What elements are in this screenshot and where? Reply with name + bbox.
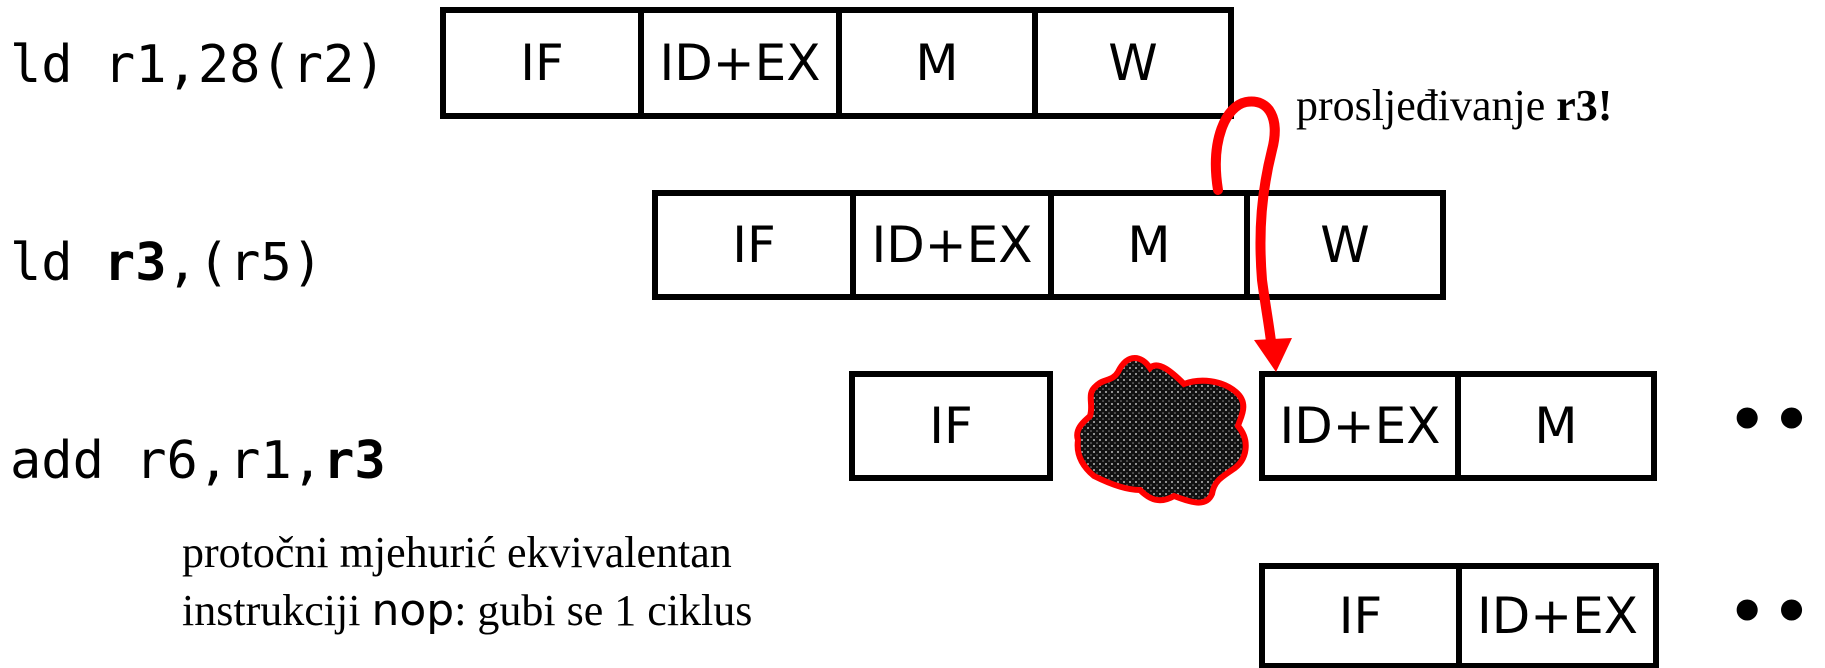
stage-id-ex-row1: ID+EX	[638, 7, 842, 119]
instruction-3: add r6,r1,r3	[10, 431, 386, 491]
stage-box	[1455, 371, 1657, 481]
instruction-1: ld r1,28(r2)	[10, 35, 386, 95]
stage-id-ex-row2: ID+EX	[850, 190, 1054, 300]
stage-label: W	[1108, 34, 1157, 92]
stage-box	[1259, 563, 1462, 668]
forwarding-arrow-icon	[1210, 96, 1292, 372]
stage-label: ID+EX	[1477, 587, 1638, 645]
bubble-note-line2: instrukciji nop: gubi se 1 ciklus	[182, 585, 752, 636]
stage-m-row2: M	[1048, 190, 1250, 300]
continuation-ellipsis-row4: •••	[1728, 577, 1825, 647]
bubble-note-line1: protočni mjehurić ekvivalentan	[182, 528, 732, 577]
pipeline-row-1: IF ID+EX M W	[440, 7, 1234, 119]
stage-label: M	[1534, 397, 1577, 455]
stage-if-row1: IF	[440, 7, 644, 119]
stage-if-row2: IF	[652, 190, 856, 300]
stage-id-ex-row3: ID+EX	[1259, 371, 1461, 481]
stage-label: IF	[1339, 587, 1383, 645]
stage-box	[652, 190, 856, 300]
stage-label: M	[915, 34, 958, 92]
stage-label: ID+EX	[872, 216, 1033, 274]
pipeline-row-2: IF ID+EX M W	[652, 190, 1446, 300]
stage-label: IF	[520, 34, 564, 92]
pipeline-row-4: IF ID+EX	[1259, 563, 1659, 668]
stage-label: W	[1320, 216, 1369, 274]
continuation-ellipsis-row3: •••	[1728, 385, 1825, 455]
stage-label: M	[1127, 216, 1170, 274]
pipeline-bubble-icon	[1074, 355, 1249, 506]
stage-box	[1259, 371, 1461, 481]
stage-w-row1: W	[1032, 7, 1234, 119]
stage-box	[836, 7, 1038, 119]
stage-label: IF	[732, 216, 776, 274]
forwarding-label: prosljeđivanje r3!	[1296, 81, 1612, 130]
stage-label: ID+EX	[1280, 397, 1441, 455]
stage-box	[1456, 563, 1659, 668]
stage-box	[849, 371, 1053, 481]
stage-if-row4: IF	[1259, 563, 1462, 668]
stage-box	[440, 7, 644, 119]
stage-box	[1032, 7, 1234, 119]
stage-box	[1244, 190, 1446, 300]
instruction-2: ld r3,(r5)	[10, 233, 323, 293]
stage-label: ID+EX	[660, 34, 821, 92]
stage-id-ex-row4: ID+EX	[1456, 563, 1659, 668]
stage-box	[638, 7, 842, 119]
stage-if-row3: IF	[849, 371, 1053, 481]
stage-m-row1: M	[836, 7, 1038, 119]
pipeline-row-3: IF ID+EX M	[849, 371, 1657, 481]
stage-box	[1048, 190, 1250, 300]
stage-label: IF	[929, 397, 973, 455]
stage-w-row2: W	[1244, 190, 1446, 300]
stage-m-row3: M	[1455, 371, 1657, 481]
